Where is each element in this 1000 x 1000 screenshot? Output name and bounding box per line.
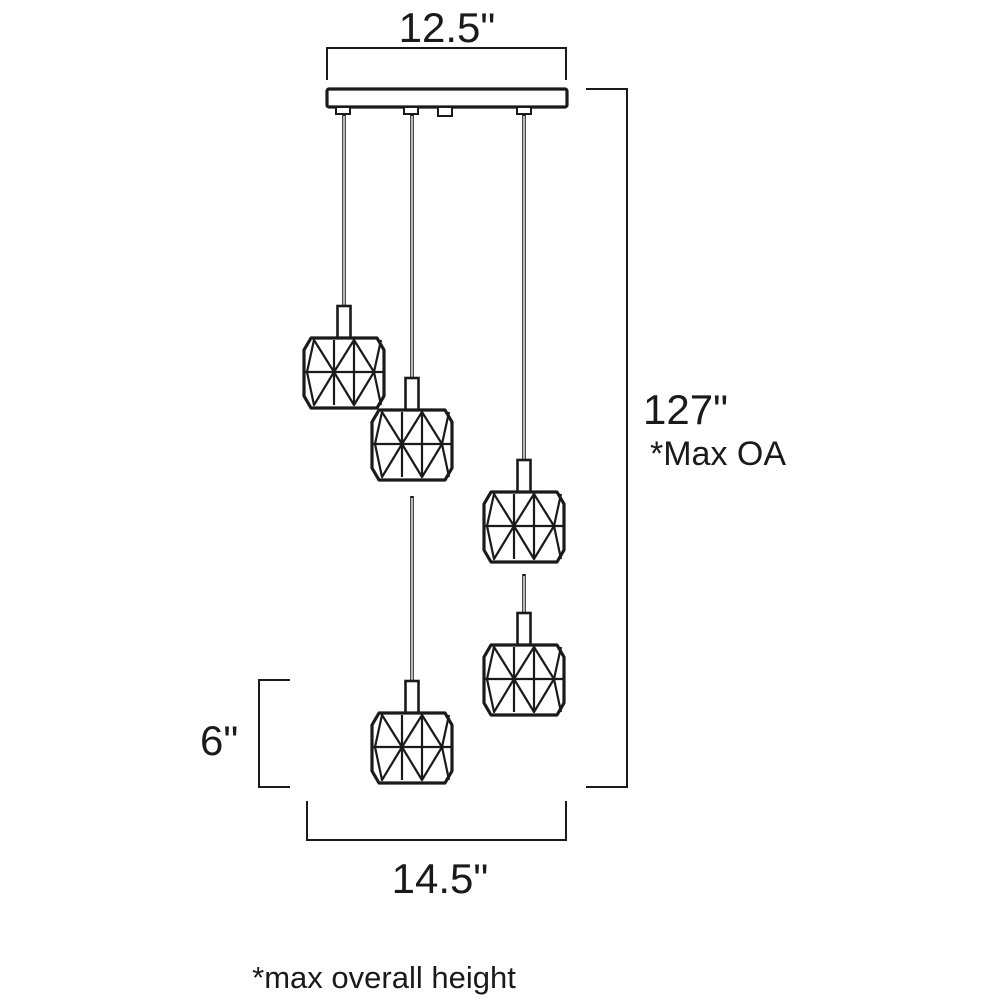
- pendant-3: [482, 114, 566, 564]
- shade-height-label: 6": [200, 717, 238, 764]
- spread-width-dimension: 14.5": [306, 801, 567, 902]
- facet-upper: [373, 410, 451, 446]
- pendant-socket: [516, 611, 532, 649]
- facet-lower: [373, 745, 451, 782]
- canopy-width-bracket: [326, 47, 567, 80]
- shade-height-dimension: 6": [200, 679, 290, 788]
- overall-height-dimension: 127" *Max OA: [586, 88, 786, 788]
- facet-lower: [485, 677, 563, 714]
- facet-lower: [485, 524, 563, 561]
- pendant-1: [302, 114, 386, 410]
- canopy-plate: [325, 87, 569, 109]
- cord-grip-3: [516, 106, 532, 115]
- canopy-screw: [437, 106, 453, 117]
- pendant-socket: [516, 458, 532, 496]
- cord-grip-2: [403, 106, 419, 115]
- pendant-lights: [302, 114, 566, 785]
- pendant-socket: [404, 376, 420, 414]
- facet-upper: [373, 713, 451, 749]
- canopy-width-dimension: 12.5": [326, 4, 567, 80]
- facet-upper: [485, 645, 563, 681]
- spread-width-label: 14.5": [392, 855, 489, 902]
- overall-height-bracket: [586, 88, 628, 788]
- spread-width-bracket: [306, 801, 567, 841]
- pendant-5: [370, 496, 454, 785]
- facet-upper: [305, 338, 383, 374]
- canopy: [325, 87, 569, 117]
- pendant-4: [482, 574, 566, 717]
- overall-height-note: *Max OA: [650, 435, 786, 473]
- facet-upper: [485, 492, 563, 528]
- pendant-2: [370, 114, 454, 482]
- overall-height-label: 127": [643, 386, 728, 433]
- facet-lower: [373, 442, 451, 479]
- cord-grip-1: [335, 106, 351, 115]
- canopy-width-label: 12.5": [399, 4, 496, 51]
- facet-lower: [305, 370, 383, 407]
- footnote: *max overall height: [252, 960, 516, 995]
- pendant-socket: [404, 679, 420, 717]
- pendant-socket: [336, 304, 352, 342]
- shade-height-bracket: [258, 679, 290, 788]
